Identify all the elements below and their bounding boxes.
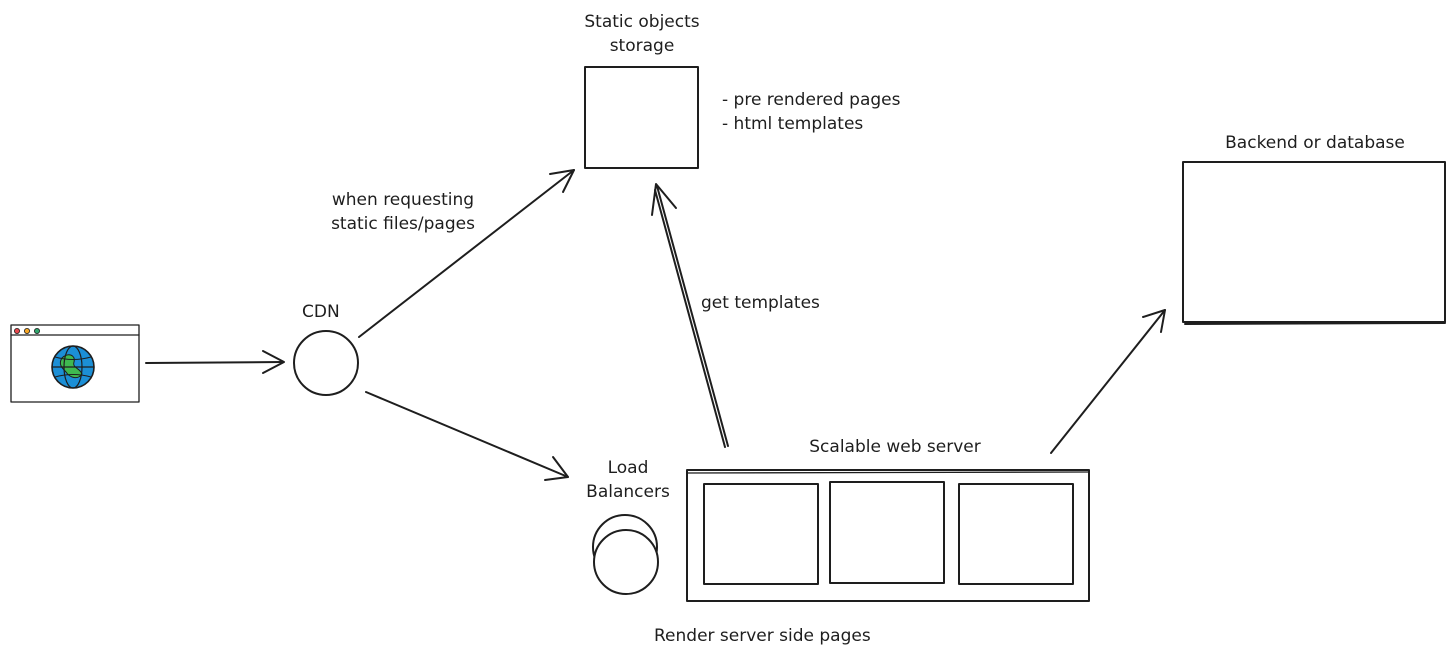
globe-icon xyxy=(51,345,95,389)
arrow-get-templates xyxy=(651,183,729,448)
browser-window-icon xyxy=(10,324,140,403)
get-templates-label: get templates xyxy=(701,293,820,313)
render-caption: Render server side pages xyxy=(654,626,871,646)
static-storage-box xyxy=(584,66,699,169)
backend-title: Backend or database xyxy=(1225,133,1405,153)
web-server-title: Scalable web server xyxy=(809,437,981,457)
storage-notes: - pre rendered pages - html templates xyxy=(722,90,901,134)
arrow-cdn-to-load-balancers xyxy=(365,391,569,481)
arrow-cdn-to-storage xyxy=(358,169,575,338)
cdn-label: CDN xyxy=(302,302,340,322)
storage-title: Static objects storage xyxy=(584,12,700,56)
load-balancers-label: Load Balancers xyxy=(586,458,670,502)
web-server-instance-2 xyxy=(829,481,945,584)
load-balancers-node xyxy=(592,514,659,595)
arrow-browser-to-cdn xyxy=(145,350,285,374)
backend-database-box xyxy=(1182,161,1446,325)
arrow-server-to-backend xyxy=(1050,309,1166,454)
web-server-instance-1 xyxy=(703,483,819,585)
web-server-cluster xyxy=(686,469,1090,602)
cdn-node xyxy=(293,330,359,396)
static-request-label: when requesting static files/pages xyxy=(331,190,475,234)
web-server-instance-3 xyxy=(958,483,1074,585)
